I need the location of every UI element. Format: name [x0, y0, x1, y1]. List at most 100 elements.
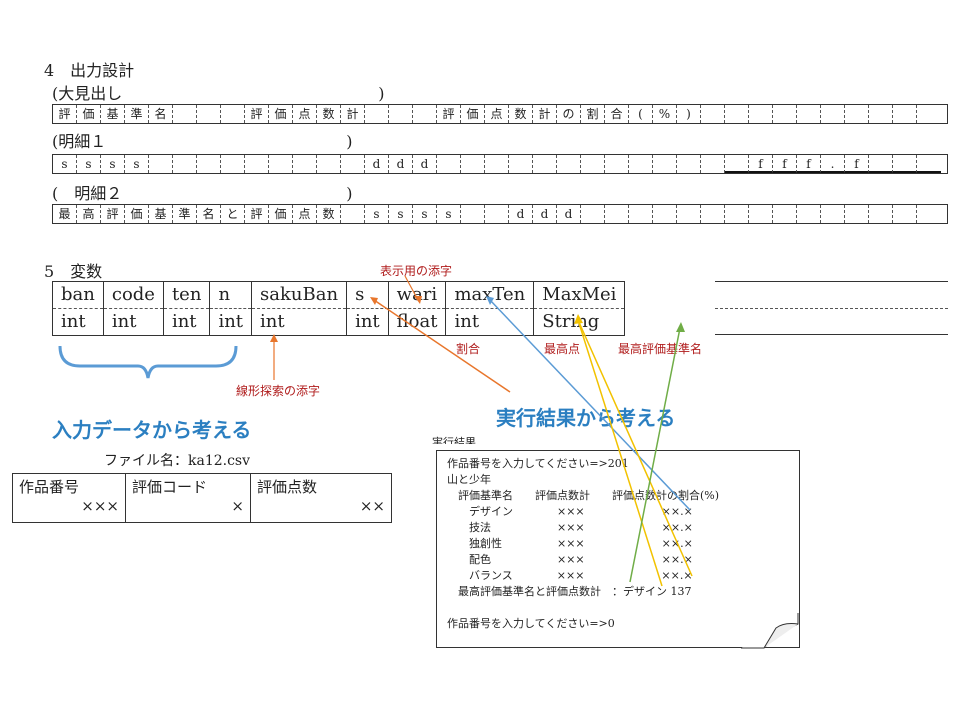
- layout-cell: [509, 155, 533, 173]
- section5-title: 5 変数: [44, 262, 103, 281]
- layout-cell: s: [125, 155, 149, 173]
- layout-cell: [581, 155, 605, 173]
- variable-name: n: [210, 282, 252, 309]
- layout-cell: [605, 205, 629, 223]
- section4-title: 4 出力設計: [44, 61, 135, 80]
- layout-cell: 高: [77, 205, 101, 223]
- layout-cell: [557, 155, 581, 173]
- layout-cell: 合: [605, 105, 629, 123]
- output-line: 山と少年: [447, 473, 491, 486]
- layout-cell: [917, 205, 941, 223]
- variable-name: sakuBan: [252, 282, 347, 309]
- layout-cell: 価: [461, 105, 485, 123]
- variable-type: int: [252, 309, 347, 336]
- layout-cell: d: [557, 205, 581, 223]
- layout-cell: [821, 205, 845, 223]
- layout-cell: 点: [485, 105, 509, 123]
- from-input-label: 入力データから考える: [52, 418, 252, 442]
- layout-cell: [485, 155, 509, 173]
- output-line: 配色 ××× ××.×: [447, 553, 693, 566]
- layout-cell: 数: [509, 105, 533, 123]
- variable-type: int: [446, 309, 534, 336]
- layout-cell: 評: [245, 205, 269, 223]
- layout-cell: [653, 155, 677, 173]
- layout-cell: f: [797, 155, 821, 173]
- output-line: 独創性 ××× ××.×: [447, 537, 693, 550]
- layout-cell: [629, 205, 653, 223]
- variable-type: float: [388, 309, 446, 336]
- layout-cell: [893, 155, 917, 173]
- file-header-work-number: 作品番号: [19, 478, 80, 496]
- layout-cell: [293, 155, 317, 173]
- layout-cell: [269, 155, 293, 173]
- file-value-work-number: ×××: [81, 497, 119, 515]
- layout-cell: 価: [77, 105, 101, 123]
- layout-cell: [749, 105, 773, 123]
- layout-cell: [725, 105, 749, 123]
- variable-name: maxTen: [446, 282, 534, 309]
- variable-name: ten: [163, 282, 210, 309]
- layout-cell: d: [413, 155, 437, 173]
- layout-cell: 価: [269, 105, 293, 123]
- layout-cell: [341, 205, 365, 223]
- layout-cell: s: [389, 205, 413, 223]
- layout-cell: [197, 155, 221, 173]
- layout-cell: [845, 205, 869, 223]
- layout-cell: [893, 105, 917, 123]
- layout-cell: [749, 205, 773, 223]
- layout-cell: [533, 155, 557, 173]
- file-caption: ファイル名：ka12.csv: [104, 453, 251, 469]
- variable-name: MaxMei: [534, 282, 625, 309]
- layout-cell: [149, 155, 173, 173]
- layout-cell: [437, 155, 461, 173]
- layout-cell: s: [437, 205, 461, 223]
- variable-table-tail: [715, 281, 948, 335]
- layout-cell: [701, 105, 725, 123]
- layout-cell: [845, 105, 869, 123]
- output-line: 最高評価基準名と評価点数計 ：デザイン 137: [447, 585, 692, 598]
- layout-cell: 名: [197, 205, 221, 223]
- layout-cell: f: [749, 155, 773, 173]
- layout-cell: [821, 105, 845, 123]
- layout-cell: [341, 155, 365, 173]
- layout-cell: [869, 105, 893, 123]
- file-header-eval-code: 評価コード: [132, 478, 208, 496]
- output-line: 技法 ××× ××.×: [447, 521, 693, 534]
- layout-cell: s: [413, 205, 437, 223]
- layout-cell: [677, 205, 701, 223]
- layout-cell: 点: [293, 105, 317, 123]
- layout-cell: 基: [101, 105, 125, 123]
- input-file-table: 作品番号 ××× 評価コード × 評価点数 ××: [12, 473, 392, 523]
- max-score-note: 最高点: [544, 342, 581, 356]
- layout-cell: 価: [125, 205, 149, 223]
- layout-cell: 数: [317, 105, 341, 123]
- layout-cell: d: [533, 205, 557, 223]
- variable-name: s: [347, 282, 388, 309]
- layout-cell: 価: [269, 205, 293, 223]
- detail2-label: ( 明細２ ): [52, 184, 353, 203]
- layout-cell: [629, 155, 653, 173]
- layout-cell: [485, 205, 509, 223]
- layout-cell: (: [629, 105, 653, 123]
- layout-cell: [869, 205, 893, 223]
- layout-cell: と: [221, 205, 245, 223]
- output-line: 作品番号を入力してください=>201: [447, 457, 629, 470]
- variable-type: int: [53, 309, 103, 336]
- variable-type: int: [210, 309, 252, 336]
- layout-cell: 準: [173, 205, 197, 223]
- file-col-work-number: 作品番号 ×××: [12, 473, 126, 523]
- layout-cell: [653, 205, 677, 223]
- green-result-arrow-head: [676, 322, 685, 332]
- page-curl-icon: [741, 613, 799, 649]
- linear-search-note: 線形探索の添字: [236, 384, 321, 398]
- output-line: 作品番号を入力してください=>0: [447, 617, 615, 630]
- layout-cell: 準: [125, 105, 149, 123]
